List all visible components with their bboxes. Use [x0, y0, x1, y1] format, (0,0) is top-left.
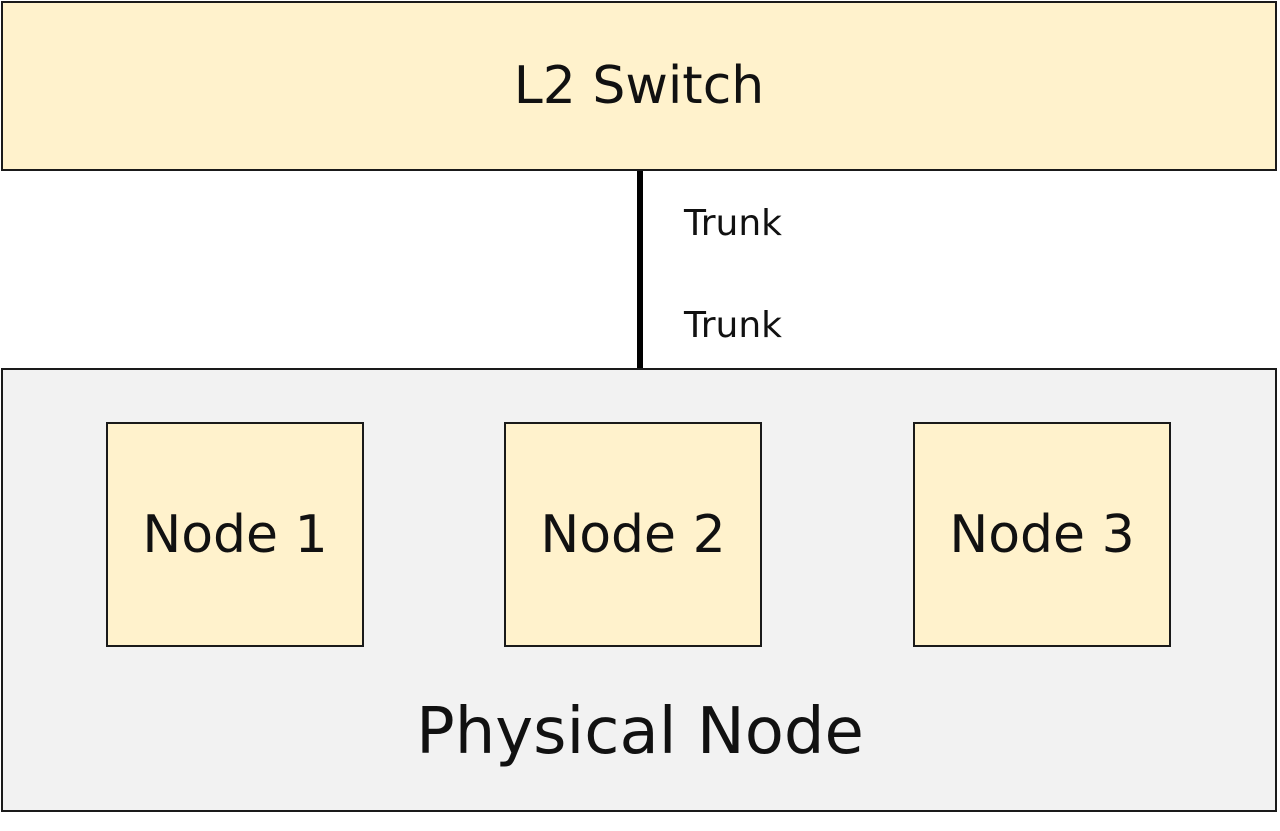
node-2-label: Node 2 [540, 504, 726, 565]
l2-switch-box: L2 Switch [1, 1, 1277, 171]
physical-node-label: Physical Node [416, 695, 864, 769]
node-3-box: Node 3 [913, 422, 1171, 647]
trunk-label-top: Trunk [684, 203, 782, 244]
node-1-box: Node 1 [106, 422, 364, 647]
trunk-label-bottom: Trunk [684, 305, 782, 346]
node-2-box: Node 2 [504, 422, 762, 647]
trunk-connector [637, 171, 643, 368]
l2-switch-label: L2 Switch [513, 56, 765, 116]
node-1-label: Node 1 [142, 504, 328, 565]
node-3-label: Node 3 [949, 504, 1135, 565]
